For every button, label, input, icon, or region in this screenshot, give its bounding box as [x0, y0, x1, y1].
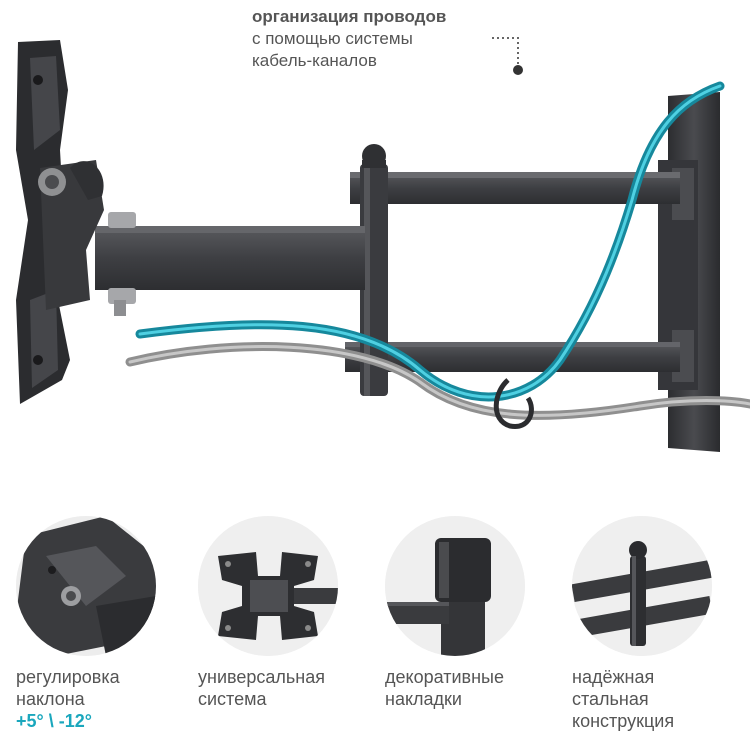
tv-mount-image	[16, 40, 750, 452]
feature-steel-image	[572, 516, 712, 656]
decorative-cover-icon	[385, 516, 525, 656]
feature-covers-caption: декоративные накладки	[385, 666, 504, 710]
bolts	[108, 212, 136, 316]
vesa-plate-icon	[198, 516, 338, 656]
vesa-plate	[16, 40, 104, 404]
feature-steel-line-2: стальная	[572, 689, 649, 709]
feature-tilt-image	[16, 516, 156, 656]
feature-tilt-line-2: наклона	[16, 689, 85, 709]
upper-arm	[350, 172, 680, 204]
feature-steel-caption: надёжная стальная конструкция	[572, 666, 674, 732]
feature-universal-line-2: система	[198, 689, 267, 709]
feature-covers-image	[385, 516, 525, 656]
callout-pointer-icon	[492, 37, 523, 75]
cables	[125, 81, 750, 429]
feature-tilt-caption: регулировка наклона +5° \ -12°	[16, 666, 120, 732]
feature-universal-line-1: универсальная	[198, 667, 325, 687]
cable-management-callout: организация проводов с помощью системы к…	[252, 6, 552, 72]
callout-line-2: с помощью системы	[252, 29, 413, 48]
callout-title: организация проводов	[252, 7, 447, 26]
feature-covers-line-2: накладки	[385, 689, 462, 709]
feature-universal-caption: универсальная система	[198, 666, 325, 710]
steel-arm-icon	[572, 516, 712, 656]
tilt-detail-icon	[16, 516, 156, 656]
callout-line-3: кабель-каналов	[252, 51, 377, 70]
feature-tilt-line-1: регулировка	[16, 667, 120, 687]
feature-steel-line-1: надёжная	[572, 667, 655, 687]
mount-illustration	[16, 40, 750, 452]
tilt-range-value: +5° \ -12°	[16, 711, 92, 731]
feature-steel-line-3: конструкция	[572, 711, 675, 731]
feature-universal-image	[198, 516, 338, 656]
feature-covers-line-1: декоративные	[385, 667, 504, 687]
front-arm	[95, 226, 365, 290]
